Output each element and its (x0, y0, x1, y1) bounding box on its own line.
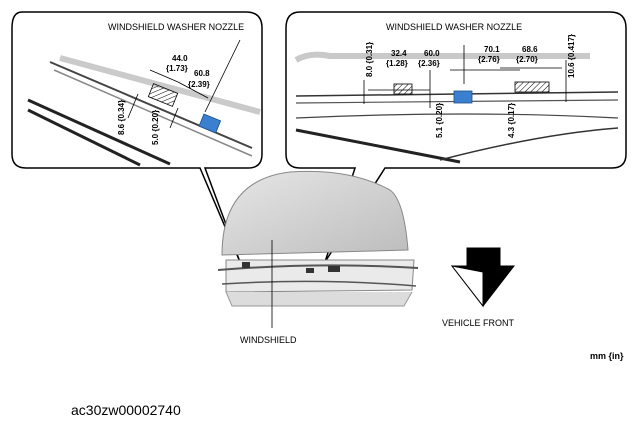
right-dim-2-in: {1.28} (386, 59, 408, 68)
left-callout-panel (11, 11, 263, 263)
left-panel-cowl (27, 39, 261, 167)
vehicle-hood-illustration (217, 170, 419, 328)
right-dim-1: 8.0 {0.31} (365, 41, 374, 77)
windshield-label: WINDSHIELD (240, 335, 297, 345)
right-dim-5-mm: 70.1 (484, 45, 500, 54)
left-dim-1-mm: 44.0 (172, 54, 188, 63)
right-dim-4: 5.1 {0.20} (435, 102, 444, 138)
left-dim-3: 8.6 {0.34} (117, 99, 126, 135)
right-dim-8: 10.6 {0.417} (567, 33, 576, 78)
center-nozzle-marker-b (328, 266, 340, 272)
left-dim-2-mm: 60.8 (194, 69, 210, 78)
right-dim-3-in: {2.36} (418, 59, 440, 68)
left-dim-4: 5.0 {0.20} (151, 109, 160, 145)
units-label: mm {in} (590, 351, 624, 361)
center-nozzle-marker-a (306, 268, 314, 273)
right-washer-nozzle (453, 90, 473, 104)
left-dim-1-in: {1.73} (166, 64, 188, 73)
left-nozzle-marker (242, 262, 250, 268)
image-code-caption: ac30zw00002740 (71, 402, 181, 418)
left-dim-2-in: {2.39} (188, 80, 210, 89)
left-washer-nozzle (198, 113, 222, 134)
vehicle-front-label: VEHICLE FRONT (442, 318, 515, 328)
right-dim-7: 4.3 {0.17} (507, 102, 516, 138)
right-dim-5-in: {2.76} (478, 55, 500, 64)
right-panel-cowl (294, 45, 619, 164)
reference-hatch-block-right (514, 81, 550, 93)
reference-hatch-block (147, 83, 179, 107)
right-dim-6-mm: 68.6 (522, 45, 538, 54)
right-dim-6-in: {2.70} (516, 55, 538, 64)
right-nozzle-label: WINDSHIELD WASHER NOZZLE (386, 22, 523, 32)
left-nozzle-label: WINDSHIELD WASHER NOZZLE (108, 22, 245, 32)
right-dim-3-mm: 60.0 (424, 49, 440, 58)
reference-hatch-block-left (393, 83, 413, 95)
right-dim-2-mm: 32.4 (391, 49, 407, 58)
vehicle-front-arrow-icon (450, 247, 516, 308)
